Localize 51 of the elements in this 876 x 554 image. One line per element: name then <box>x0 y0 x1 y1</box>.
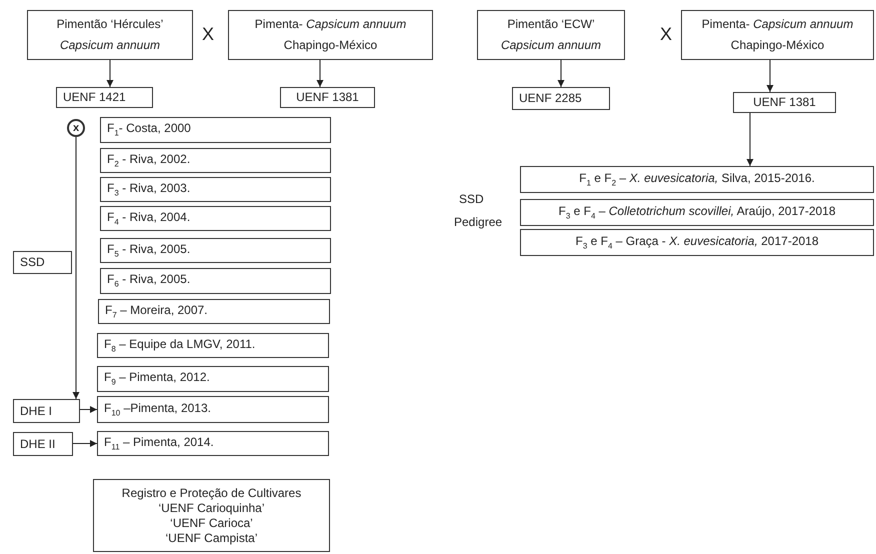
text-box: DHE I <box>13 399 80 423</box>
text-box: F$_{3}$ - Riva, 2003. <box>100 177 331 202</box>
text-box: F$_{1}$ e F$_{2}$ – X. euvesicatoria, Silva, 2015-2016. <box>520 166 874 193</box>
box-text: Registro e Proteção de Cultivares <box>122 486 302 500</box>
method-label: SSD <box>459 192 484 206</box>
arrow <box>72 440 98 447</box>
text-box: DHE II <box>13 432 73 456</box>
box-text: ‘UENF Carioquinha’ <box>158 500 265 516</box>
box-text: ‘UENF Carioca’ <box>170 516 253 530</box>
text-box: F$_{10}$ –Pimenta, 2013. <box>97 396 329 423</box>
text-box <box>93 479 330 552</box>
cross-symbol: X <box>202 24 214 45</box>
text-box: F$_{9}$ – Pimenta, 2012. <box>97 366 329 392</box>
box-text: Chapingo-México <box>284 38 378 53</box>
box-text: ‘UENF Campista’ <box>165 530 258 546</box>
box-text: Pimentão ‘Hércules’ <box>56 17 164 32</box>
text-box: F$_{8}$ – Equipe da LMGV, 2011. <box>97 333 329 358</box>
cross-symbol: X <box>660 24 672 45</box>
arrow <box>746 112 754 166</box>
text-box: F$_{6}$ - Riva, 2005. <box>100 268 331 294</box>
text-box: F$_{1}$- Costa, 2000 <box>100 117 331 143</box>
selfing-symbol: x <box>67 119 85 137</box>
text-box <box>27 10 193 60</box>
box-text: Pimenta- Capsicum annuum <box>702 17 854 32</box>
text-box: F$_{2}$ - Riva, 2002. <box>100 148 331 173</box>
box-text: Chapingo-México <box>730 38 824 53</box>
text-box <box>228 10 433 60</box>
text-box: UENF 1381 <box>280 87 375 108</box>
text-box: UENF 1381 <box>733 92 836 113</box>
box-text: Capsicum annuum <box>500 38 602 53</box>
text-box: F$_{11}$ – Pimenta, 2014. <box>97 431 329 456</box>
box-text: Capsicum annuum <box>60 38 160 53</box>
text-box: SSD <box>13 251 72 274</box>
text-box: UENF 1421 <box>56 87 153 108</box>
text-box: F$_{7}$ – Moreira, 2007. <box>98 299 330 324</box>
arrow <box>72 136 80 400</box>
method-label: Pedigree <box>454 215 502 229</box>
arrow <box>766 60 774 92</box>
arrow <box>316 60 324 88</box>
text-box: F$_{3}$ e F$_{4}$ – Colletotrichum scovillei, Araújo, 2017-2018 <box>520 199 874 226</box>
text-box: F$_{5}$ - Riva, 2005. <box>100 238 331 263</box>
arrow <box>558 60 564 88</box>
box-text: Pimenta- Capsicum annuum <box>254 17 406 32</box>
arrow <box>80 406 98 413</box>
text-box <box>477 10 625 60</box>
box-text: Pimentão ‘ECW’ <box>507 17 595 32</box>
text-box: F$_{4}$ - Riva, 2004. <box>100 206 331 231</box>
arrow <box>106 60 114 88</box>
text-box: F$_{3}$ e F$_{4}$ – Graça - X. euvesicatoria, 2017-2018 <box>520 229 874 256</box>
text-box <box>681 10 874 60</box>
text-box: UENF 2285 <box>512 87 610 110</box>
